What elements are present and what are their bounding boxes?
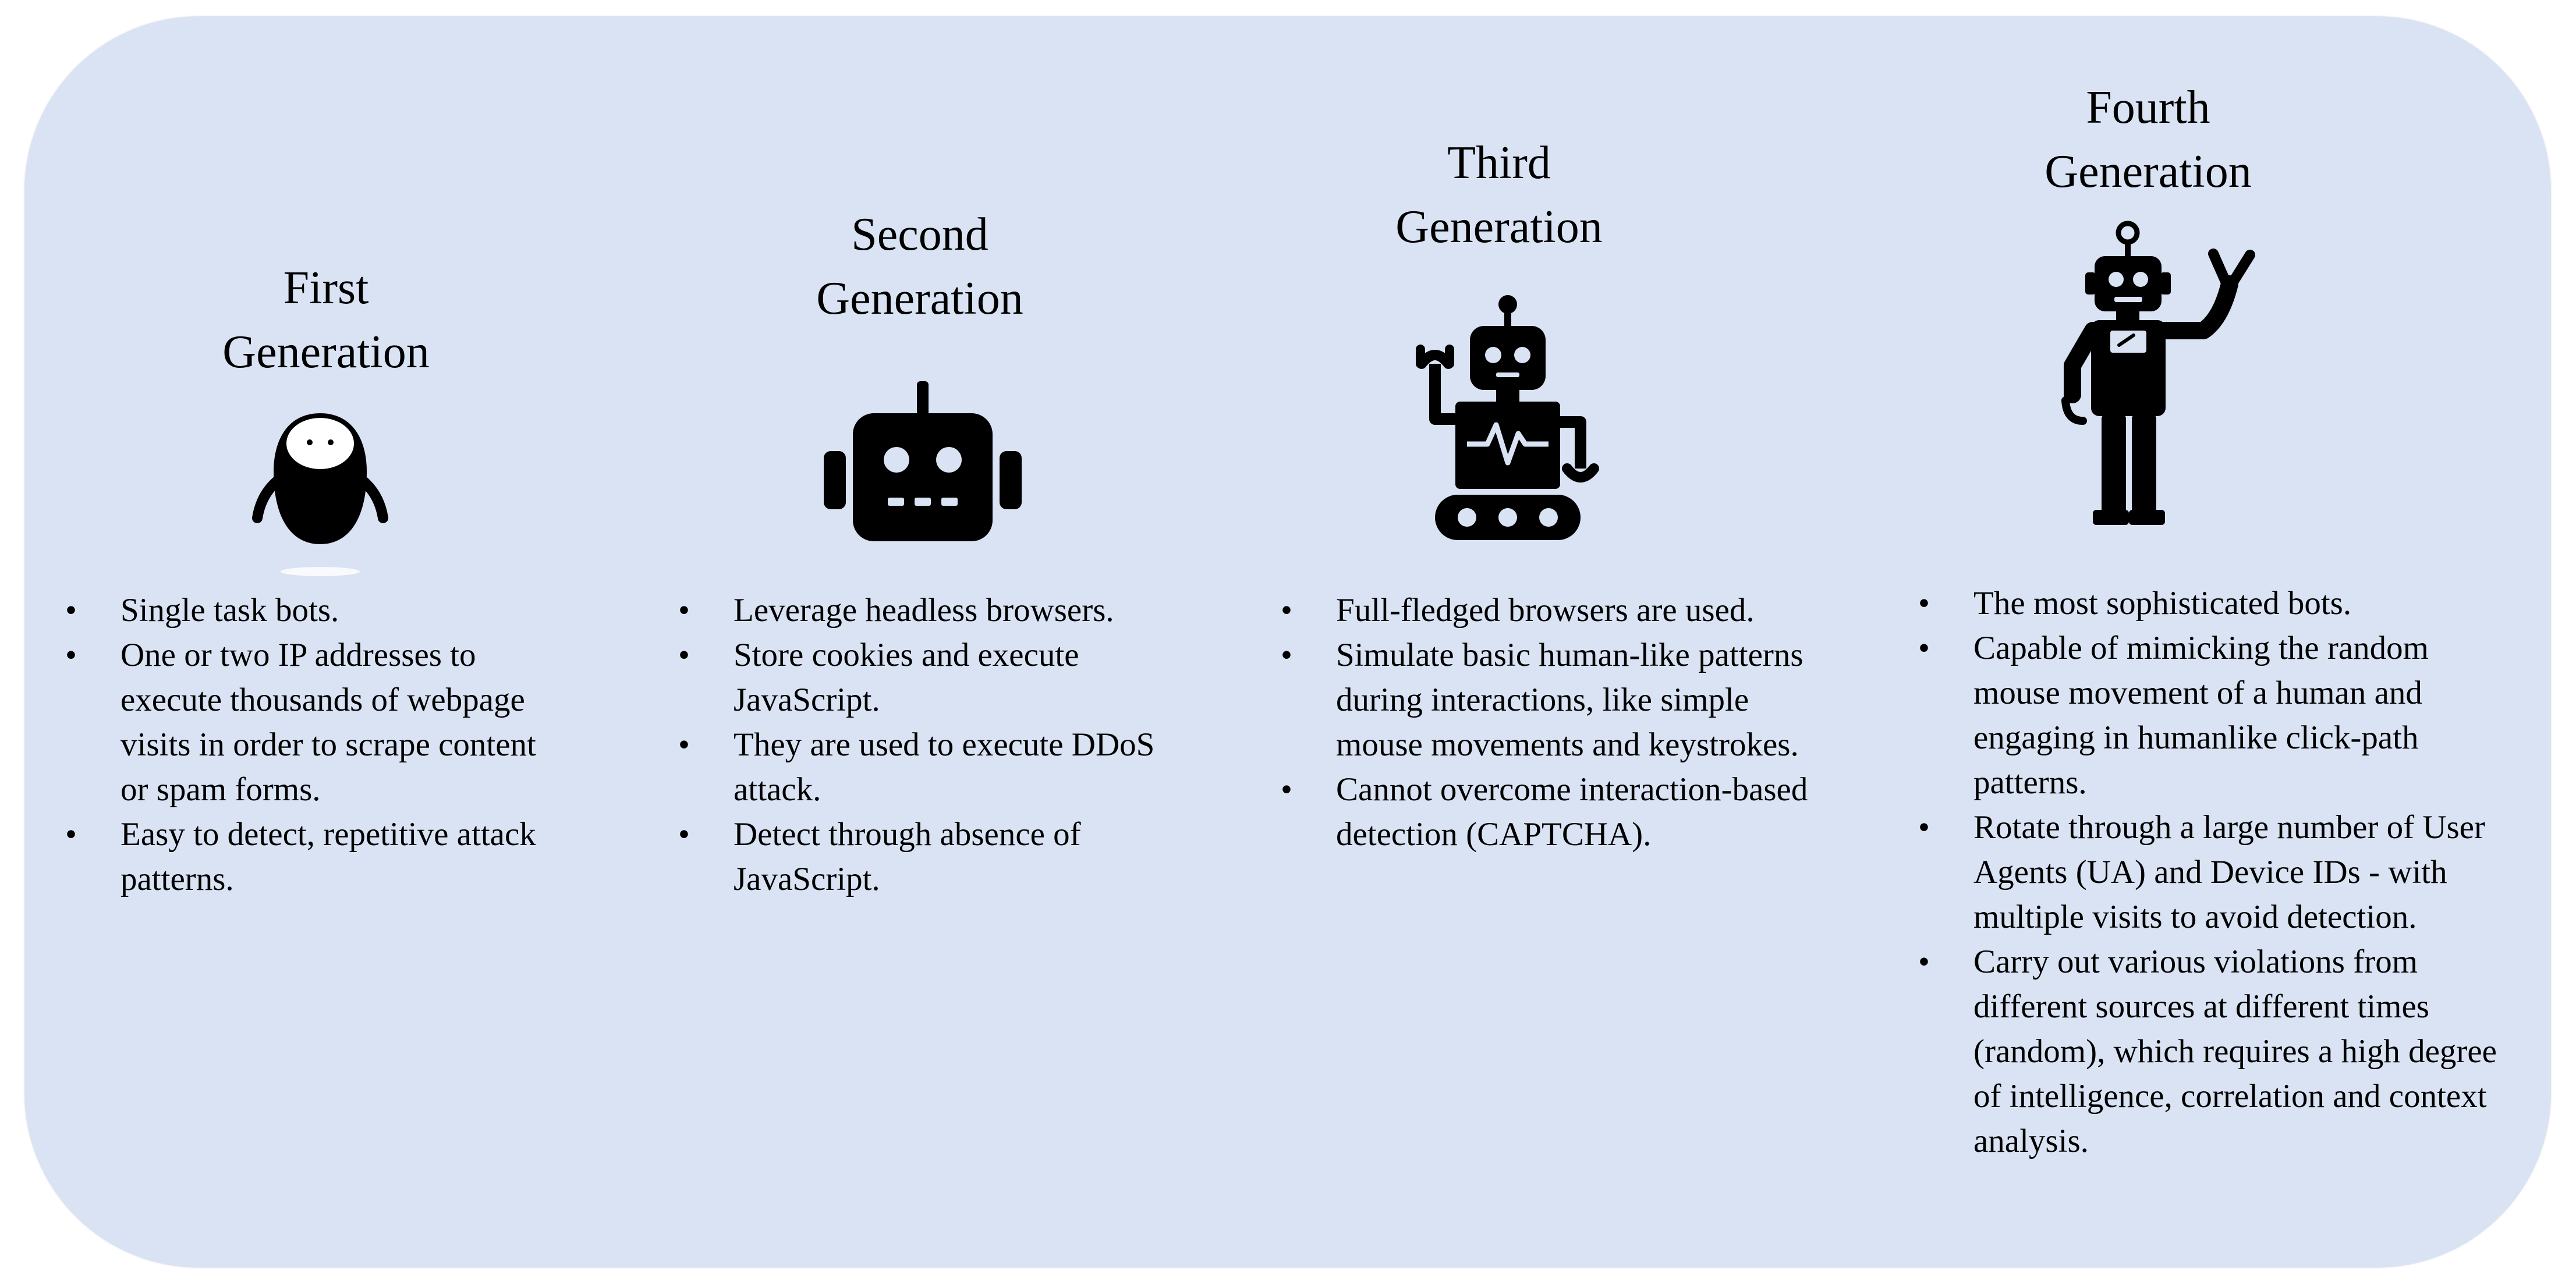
list-item: Detect through absence of JavaScript. — [678, 812, 1202, 902]
list-item: Cannot overcome interaction-based detect… — [1281, 767, 1816, 857]
tracked-robot-icon — [1409, 294, 1607, 541]
list-item: One or two IP addresses to execute thous… — [65, 633, 560, 812]
blob-bot-icon — [250, 407, 390, 582]
generation-1-title: First Generation — [222, 262, 430, 378]
robot-head-icon — [824, 381, 1022, 544]
generation-4-title: Fourth Generation — [2044, 82, 2252, 197]
generation-3-bullets: Full-fledged browsers are used. Simulate… — [1281, 588, 1816, 857]
humanoid-robot-icon — [2061, 220, 2282, 531]
list-item: Carry out various violations from differ… — [1918, 939, 2506, 1163]
list-item: Single task bots. — [65, 588, 560, 633]
generation-1-bullets: Single task bots. One or two IP addresse… — [65, 588, 560, 902]
list-item: They are used to execute DDoS attack. — [678, 722, 1202, 812]
generation-2-title: Second Generation — [816, 209, 1023, 324]
list-item: Simulate basic human-like patterns durin… — [1281, 633, 1816, 767]
list-item: The most sophisticated bots. — [1918, 581, 2506, 626]
generation-2-bullets: Leverage headless browsers. Store cookie… — [678, 588, 1202, 902]
list-item: Leverage headless browsers. — [678, 588, 1202, 633]
list-item: Capable of mimicking the random mouse mo… — [1918, 626, 2506, 805]
list-item: Easy to detect, repetitive attack patter… — [65, 812, 560, 902]
generation-4-bullets: The most sophisticated bots. Capable of … — [1918, 581, 2506, 1163]
list-item: Rotate through a large number of User Ag… — [1918, 805, 2506, 939]
generation-3-title: Third Generation — [1395, 137, 1603, 253]
list-item: Full-fledged browsers are used. — [1281, 588, 1816, 633]
list-item: Store cookies and execute JavaScript. — [678, 633, 1202, 722]
